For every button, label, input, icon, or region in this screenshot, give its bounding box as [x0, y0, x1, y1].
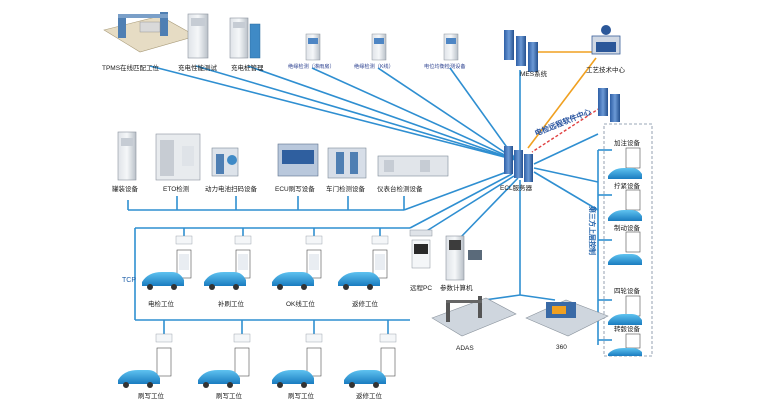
dashboard-tester — [377, 155, 449, 177]
label-insul-b: 绝缘检测（K线） — [354, 62, 394, 70]
station-3-label: OK线工位 — [286, 299, 315, 308]
insulation-tester-b — [371, 33, 387, 61]
right-item-2: 拧紧设备 — [614, 181, 641, 190]
ecl-server — [504, 146, 533, 182]
connection-lines — [127, 65, 612, 345]
eto-cabinet — [155, 133, 201, 181]
tech-center-workstation — [591, 25, 621, 55]
station-5-label: 刷写工位 — [138, 391, 165, 400]
camera-360-station — [525, 299, 609, 337]
charge-test-cabinet — [187, 13, 209, 59]
door-tester — [327, 147, 367, 179]
parameter-computer — [445, 235, 482, 281]
station-1-label: 电检工位 — [148, 299, 175, 308]
label-mes: MES系统 — [520, 69, 548, 78]
label-dash: 仪表台检测设备 — [377, 184, 423, 193]
station-7-label: 刷写工位 — [288, 391, 315, 400]
label-remote-pc: 远程PC — [410, 283, 432, 292]
ecu-flasher — [277, 143, 319, 177]
tpms-station — [103, 12, 197, 53]
label-door: 车门检测设备 — [326, 184, 366, 193]
potential-tester — [443, 33, 459, 61]
station-row-2 — [118, 333, 397, 388]
right-column-devices — [608, 147, 642, 356]
label-charge-mgmt: 充电桩管理 — [231, 63, 264, 72]
right-item-4: 四轮设备 — [614, 286, 641, 295]
adas-station — [431, 296, 517, 337]
right-item-5: 转毂设备 — [614, 324, 641, 333]
station-4-label: 返修工位 — [352, 299, 379, 308]
label-insul-a: 绝缘检测（淋雨房） — [288, 62, 335, 70]
station-7 — [272, 333, 323, 388]
label-charge-test: 充电性能测试 — [178, 63, 218, 72]
station-2-label: 补刷工位 — [218, 299, 245, 308]
station-8-label: 返修工位 — [356, 391, 383, 400]
label-ecu: ECU刷写设备 — [275, 184, 315, 193]
remote-center-server — [598, 88, 620, 122]
station-4 — [338, 235, 389, 290]
filling-equipment — [117, 131, 137, 181]
station-6-label: 刷写工位 — [216, 391, 243, 400]
label-param-pc: 参数计算机 — [440, 283, 473, 292]
station-row-1 — [142, 235, 389, 290]
label-potential: 电位均衡检测设备 — [424, 62, 466, 70]
right-item-3: 制动设备 — [614, 223, 641, 232]
remote-pc — [409, 229, 433, 269]
label-tpms: TPMS在线匹配工位 — [102, 63, 160, 72]
right-item-1: 加注设备 — [614, 138, 641, 147]
insulation-tester-a — [305, 33, 321, 61]
station-8 — [344, 333, 397, 388]
station-3 — [272, 235, 323, 290]
charge-pile-cabinet — [229, 17, 261, 59]
station-6 — [198, 333, 251, 388]
label-ecl: ECL服务器 — [500, 183, 533, 192]
label-fill: 罐装设备 — [112, 184, 139, 193]
label-third-party: 第三方上层控制 — [588, 206, 597, 255]
label-battery: 动力电池扫码设备 — [205, 184, 258, 193]
station-1 — [142, 235, 193, 290]
station-2 — [204, 235, 252, 290]
label-eto: ETO检测 — [163, 184, 190, 193]
label-adas: ADAS — [456, 345, 474, 352]
station-5 — [118, 333, 173, 388]
label-remote-center: 电检远程软件中心 — [533, 106, 593, 138]
orange-links — [527, 51, 597, 149]
mes-server — [504, 30, 538, 72]
label-tech-center: 工艺技术中心 — [586, 65, 626, 74]
remote-center-link — [531, 107, 601, 153]
battery-scanner — [211, 147, 239, 177]
label-tcp: TCP — [122, 277, 136, 284]
label-360: 360 — [556, 344, 567, 351]
